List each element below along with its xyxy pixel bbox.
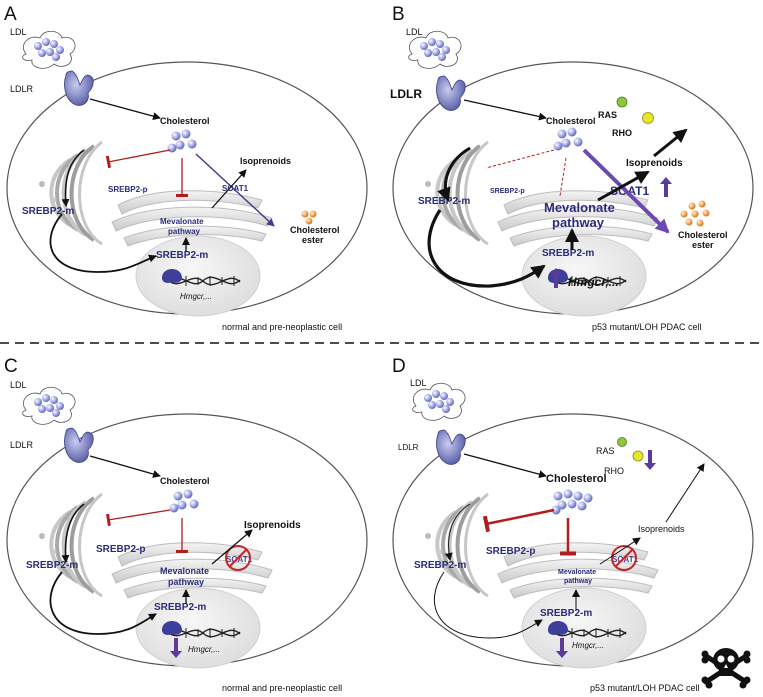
isoprenoids-label: Isoprenoids [626,158,683,169]
panel-letter: B [392,4,405,25]
ldl-particle [22,386,76,425]
gene-label: Hmgcr,... [180,292,212,301]
gene-label: Hmgcr,... [568,275,619,289]
ldlr-label: LDLR [10,440,34,450]
down-arrow-icon [644,450,656,470]
ldlr-receptor [64,70,94,106]
up-arrow-icon [660,177,672,197]
ldl-particle [22,30,76,69]
srebp2-m-label: SREBP2-m [22,206,74,217]
isoprenoids-label: Isoprenoids [244,520,301,531]
nucleus-srebp2-m-label: SREBP2-m [542,248,594,259]
nucleus-srebp2-m-label: SREBP2-m [540,608,592,619]
ester-label-1: Cholesterol [290,225,340,235]
ras-protein [616,96,628,108]
ldlr-receptor [436,75,466,111]
pathway-label: pathway [168,227,201,236]
mevalonate-label: Mevalonate [558,569,596,576]
rho-label: RHO [604,466,624,476]
nucleus-srebp2-m-label: SREBP2-m [156,250,208,261]
panel-letter: D [392,356,406,377]
nucleus-srebp2-m-label: SREBP2-m [154,602,206,613]
gene-label: Hmgcr,... [188,645,220,654]
organelles [423,492,660,670]
cholesterol-label: Cholesterol [160,116,210,126]
ldl-label: LDL [406,27,423,37]
cholesterol-label: Cholesterol [160,476,210,486]
mevalonate-label: Mevalonate [160,217,204,226]
mevalonate-label: Mevalonate [160,566,209,576]
cholesterol-cluster [167,129,197,153]
isoprenoids-label: Isoprenoids [240,156,291,166]
panel-letter: C [4,356,18,377]
skull-crossbones-icon [701,648,751,689]
srebp2-p-label: SREBP2-p [490,188,525,195]
panel-b: B LDL LDLR Cholesterol Isoprenoids SREBP… [390,4,754,332]
panel-caption: normal and pre-neoplastic cell [222,683,342,693]
organelles [37,140,274,318]
ldl-label: LDL [10,380,27,390]
pathway-label: pathway [552,215,605,230]
srebp2-m-label: SREBP2-m [414,560,466,571]
organelles [37,492,274,670]
srebp2-m-label: SREBP2-m [418,196,470,207]
ldlr-label: LDLR [390,87,422,101]
ldl-label: LDL [10,27,27,37]
srebp2-p-label: SREBP2-p [486,546,535,557]
ester-label-2: ester [692,240,714,250]
ldlr-label: LDLR [398,443,419,452]
cholesterol-cluster [553,127,583,151]
pathway-label: pathway [168,577,204,587]
srebp2-p-label: SREBP2-p [96,544,145,555]
ldlr-receptor [64,427,94,463]
ldl-particle [412,382,466,421]
ester-label-1: Cholesterol [678,230,728,240]
cholesterol-label: Cholesterol [546,116,596,126]
gene-label: Hmgcr,... [572,641,604,650]
panel-caption: p53 mutant/LOH PDAC cell [590,683,700,693]
organelles [423,140,660,318]
panel-a: A LDL LDLR Cholesterol Isoprenoids SREBP… [4,4,368,332]
srebp2-p-label: SREBP2-p [108,185,148,194]
panel-caption: p53 mutant/LOH PDAC cell [592,322,702,332]
panel-c: C LDL LDLR Cholesterol Isoprenoids SREBP… [4,356,368,693]
panel-letter: A [4,4,17,25]
rho-protein [642,112,654,124]
rho-protein [632,450,644,462]
soat1-label: SOAT1 [612,555,639,564]
ras-label: RAS [598,110,617,120]
isoprenoids-label: Isoprenoids [638,524,685,534]
pathway-label: pathway [564,578,592,585]
rho-label: RHO [612,128,632,138]
ras-protein [617,437,627,447]
panel-caption: normal and pre-neoplastic cell [222,322,342,332]
soat1-label: SOAT1 [222,184,249,193]
cholesterol-cluster [169,489,199,513]
mevalonate-label: Mevalonate [544,200,615,215]
ldlr-receptor [436,429,466,465]
ldl-label: LDL [410,378,427,388]
ldlr-label: LDLR [10,84,34,94]
cholesterol-label: Cholesterol [546,473,607,485]
cholesterol-cluster [551,489,593,515]
soat1-label: SOAT1 [226,555,253,564]
ras-label: RAS [596,446,615,456]
panel-d: D LDL LDLR Cholesterol Isoprenoids SREBP… [392,356,754,693]
srebp2-m-label: SREBP2-m [26,560,78,571]
ester-label-2: ester [302,235,324,245]
